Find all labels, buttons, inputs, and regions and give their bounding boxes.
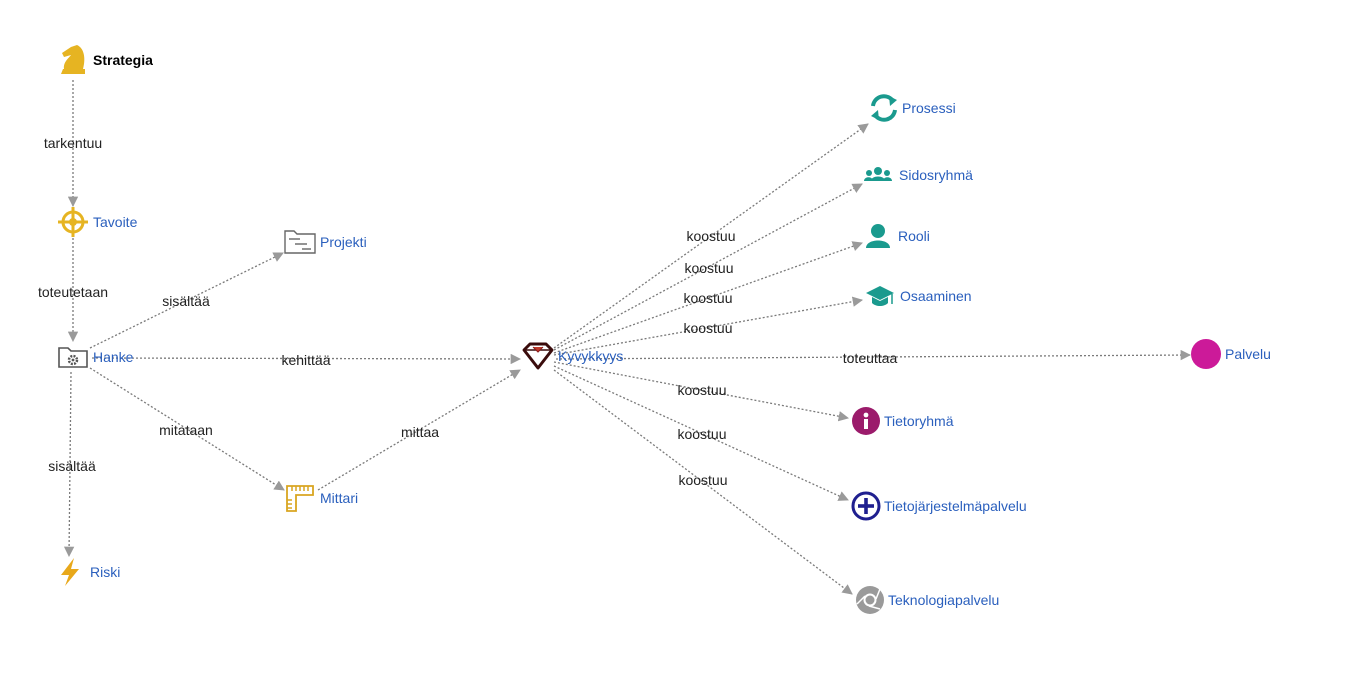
edges-layer [63, 80, 1192, 595]
node-tietojarjestelmapalvelu[interactable]: Tietojärjestelmäpalvelu [851, 491, 1027, 521]
edge-label-kyvykkyys-rooli: koostuu [683, 290, 732, 306]
node-hanke[interactable]: Hanke [58, 347, 134, 368]
edge-labels-layer: tarkentuu toteutetaan sisältää kehittää mita… [38, 135, 897, 488]
node-projekti[interactable]: Projekti [284, 230, 367, 254]
node-label-prosessi: Prosessi [902, 100, 956, 116]
edge-label-kyvykkyys-tietoryhma: koostuu [677, 382, 726, 398]
edge-label-hanke-riski: sisältää [48, 458, 96, 474]
edge-mittari-kyvykkyys [317, 369, 521, 491]
edge-kyvykkyys-osaaminen [553, 296, 864, 356]
edge-hanke-riski [63, 371, 75, 558]
edge-kyvykkyys-rooli [553, 241, 863, 354]
node-label-tavoite: Tavoite [93, 214, 138, 230]
edge-label-hanke-mittari: mitataan [159, 422, 213, 438]
edge-hanke-kyvykkyys [91, 353, 522, 365]
edge-label-tavoite-hanke: toteutetaan [38, 284, 108, 300]
chrome-icon [856, 586, 884, 614]
node-label-sidosryhma: Sidosryhmä [899, 167, 973, 183]
refresh-icon [871, 94, 897, 122]
node-mittari[interactable]: Mittari [286, 485, 358, 512]
node-kyvykkyys[interactable]: Kyvykkyys [522, 342, 623, 370]
node-teknologiapalvelu[interactable]: Teknologiapalvelu [856, 586, 999, 614]
node-label-kyvykkyys: Kyvykkyys [558, 348, 623, 364]
edge-kyvykkyys-tietoryhma [553, 361, 850, 422]
node-osaaminen[interactable]: Osaaminen [866, 286, 972, 306]
node-sidosryhma[interactable]: Sidosryhmä [864, 167, 973, 183]
circle-icon [1191, 339, 1221, 369]
node-strategia[interactable]: Strategia [61, 45, 153, 74]
node-label-rooli: Rooli [898, 228, 930, 244]
edge-label-kyvykkyys-tietojarjestelmapalvelu: koostuu [677, 426, 726, 442]
chess-knight-icon [61, 45, 85, 74]
info-icon [852, 407, 880, 435]
edge-label-mittari-kyvykkyys: mittaa [401, 424, 439, 440]
edge-label-kyvykkyys-osaaminen: koostuu [683, 320, 732, 336]
edge-label-hanke-kyvykkyys: kehittää [281, 352, 330, 368]
edge-label-hanke-projekti: sisältää [162, 293, 210, 309]
ruler-icon [286, 485, 314, 512]
node-label-riski: Riski [90, 564, 120, 580]
node-prosessi[interactable]: Prosessi [871, 94, 956, 122]
node-rooli[interactable]: Rooli [866, 224, 930, 248]
edge-label-kyvykkyys-palvelu: toteuttaa [843, 350, 898, 366]
user-icon [866, 224, 890, 248]
edge-label-kyvykkyys-teknologiapalvelu: koostuu [678, 472, 727, 488]
users-icon [864, 167, 892, 181]
plus-circle-icon [851, 491, 881, 521]
node-tietoryhma[interactable]: Tietoryhmä [852, 407, 954, 435]
node-label-mittari: Mittari [320, 490, 358, 506]
edge-kyvykkyys-palvelu [555, 349, 1192, 361]
node-label-palvelu: Palvelu [1225, 346, 1271, 362]
node-label-projekti: Projekti [320, 234, 367, 250]
edge-kyvykkyys-tietojarjestelmapalvelu [553, 365, 849, 501]
node-palvelu[interactable]: Palvelu [1191, 339, 1271, 369]
node-label-tietojarjestelmapalvelu: Tietojärjestelmäpalvelu [884, 498, 1027, 514]
node-tavoite[interactable]: Tavoite [58, 207, 138, 237]
node-label-tietoryhma: Tietoryhmä [884, 413, 954, 429]
edge-label-kyvykkyys-prosessi: koostuu [686, 228, 735, 244]
node-label-teknologiapalvelu: Teknologiapalvelu [888, 592, 999, 608]
edge-label-strategia-tavoite: tarkentuu [44, 135, 102, 151]
gantt-folder-icon [284, 230, 316, 254]
diamond-icon [522, 342, 554, 370]
node-label-strategia: Strategia [93, 52, 153, 68]
target-icon [58, 207, 88, 237]
node-label-osaaminen: Osaaminen [900, 288, 972, 304]
lightning-icon [61, 558, 79, 586]
edge-kyvykkyys-prosessi [553, 123, 869, 349]
graduation-cap-icon [866, 286, 894, 306]
folder-gear-icon [58, 347, 88, 368]
node-riski[interactable]: Riski [61, 558, 120, 586]
edge-label-kyvykkyys-sidosryhma: koostuu [684, 260, 733, 276]
node-label-hanke: Hanke [93, 349, 134, 365]
